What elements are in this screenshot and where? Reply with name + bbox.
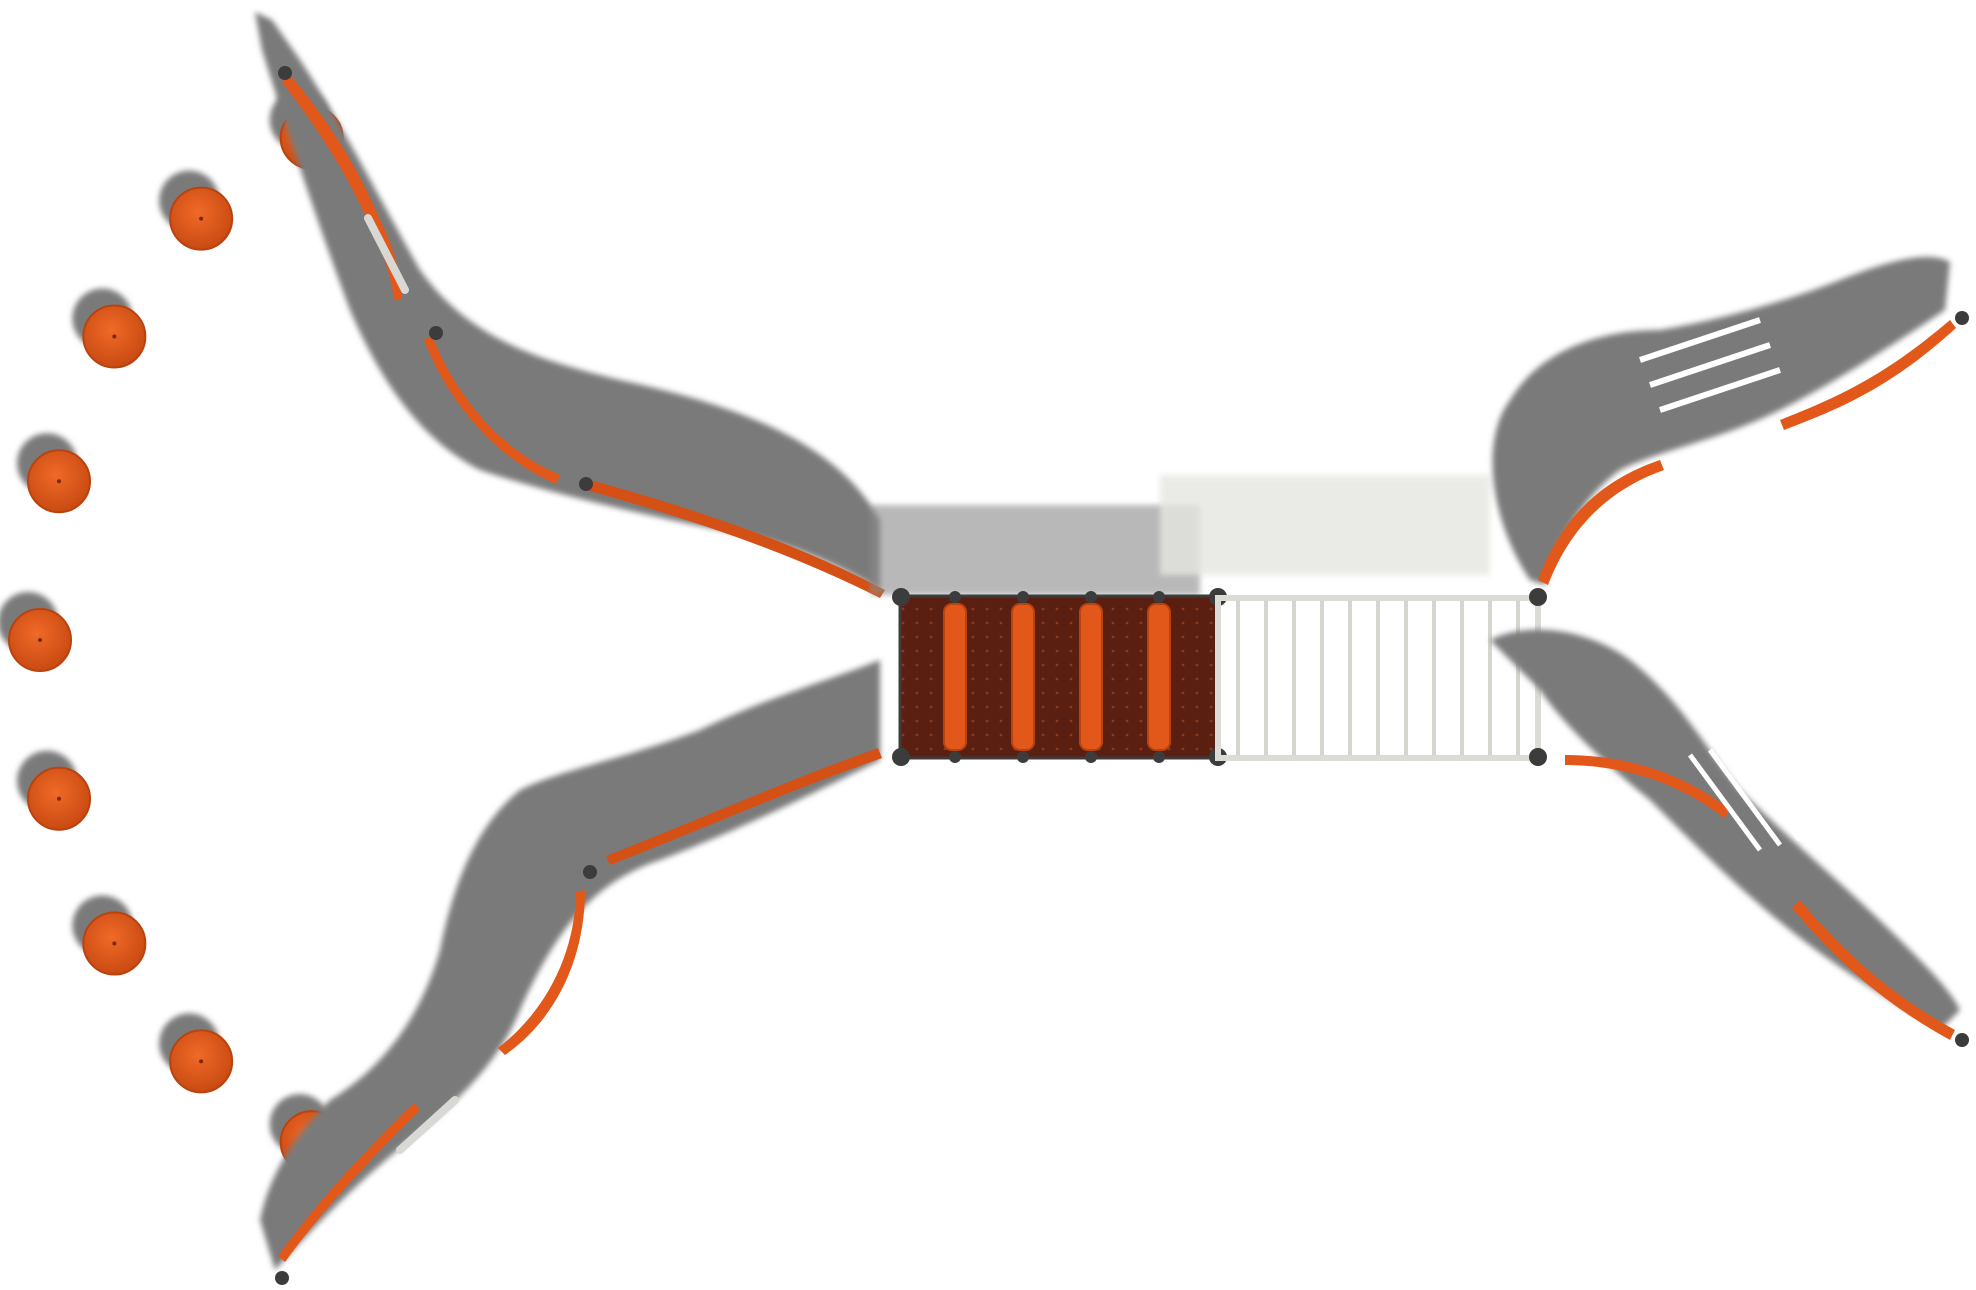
upper-left-wing-orange-edge-2 [424,335,560,484]
climbing-bar [1147,603,1171,751]
rung-bridge [1160,475,1547,766]
upper-right-wing [1492,256,1969,603]
lower-left-wing-orange-edge-3 [278,1103,420,1262]
lower-right-wing-rail [1687,743,1803,852]
stepping-stone-center-dot [57,796,62,801]
center-deck [870,505,1227,766]
stepping-stone-center-dot [112,334,117,339]
lower-left-wing-post [275,1271,289,1285]
stepping-stones [0,89,344,1175]
lower-right-wing-post [1531,750,1545,764]
climbing-bar-post [1153,591,1165,603]
climbing-bar-post [1017,591,1029,603]
lower-left-wing-post [583,865,597,879]
stepping-stone-center-dot [199,1059,204,1064]
deck-post [892,588,910,606]
lower-left-wing-beam [396,1096,459,1154]
upper-left-wing-orange-edge-1 [282,75,402,300]
lower-right-wing-orange-edge-2 [1792,900,1955,1040]
climbing-bar-post [1085,591,1097,603]
upper-right-wing-post [1955,311,1969,325]
climbing-bar-post [1017,751,1029,763]
lower-left-wing [260,660,882,1285]
climbing-bar-post [949,751,961,763]
lower-left-wing-orange-edge-1 [606,748,882,865]
upper-left-wing [255,12,885,598]
climbing-bar [1011,603,1035,751]
lower-right-wing-post [1955,1033,1969,1047]
upper-right-wing-shadow [1492,256,1950,585]
deck-back-rail-shadow [870,505,1200,595]
lower-right-wing-shadow [1490,629,1960,1030]
upper-left-wing-beam [364,214,409,294]
deck-post [892,748,910,766]
upper-left-wing-orange-edge-3 [586,480,885,598]
lower-right-wing-orange-edge-1 [1565,755,1730,818]
upper-left-wing-post [429,326,443,340]
upper-right-wing-orange-edge-2 [1780,320,1956,430]
stepping-stone-center-dot [112,941,117,946]
climbing-bar [943,603,967,751]
lower-right-wing [1490,629,1969,1047]
climbing-bar-post [1153,751,1165,763]
bridge-rungs [1236,600,1520,756]
climbing-bars [943,591,1171,763]
upper-right-wing-post [1531,589,1545,603]
climbing-bar-post [1085,751,1097,763]
upper-left-wing-post [278,66,292,80]
upper-left-wing-shadow [255,12,880,590]
climbing-bar-post [949,591,961,603]
stepping-stone-center-dot [38,638,42,642]
climbing-bar [1079,603,1103,751]
stepping-stone-center-dot [57,479,62,484]
bridge-shadow [1160,475,1490,575]
upper-right-wing-orange-edge-1 [1538,460,1664,585]
upper-left-wing-post [579,477,593,491]
upper-right-wing-rail [1639,317,1781,413]
stepping-stone-center-dot [199,216,204,221]
lower-left-wing-orange-edge-2 [498,890,585,1055]
